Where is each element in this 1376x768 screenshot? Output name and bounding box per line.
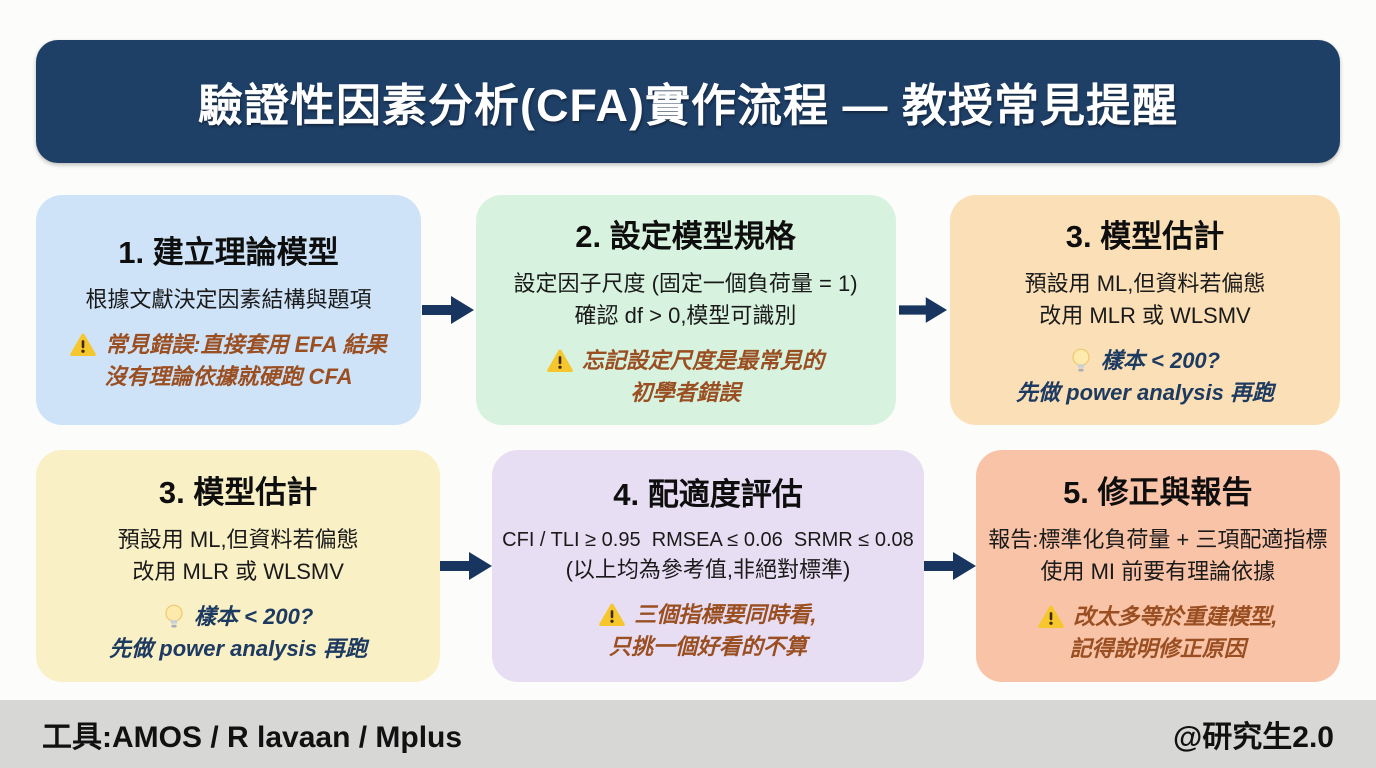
header-banner: 驗證性因素分析(CFA)實作流程 — 教授常見提醒 bbox=[36, 40, 1340, 163]
card-body-line: 確認 df > 0,模型可識別 bbox=[574, 302, 797, 328]
warning-triangle-icon bbox=[1038, 605, 1065, 629]
flow-row-2: 3. 模型估計 預設用 ML,但資料若偏態 改用 MLR 或 WLSMV 樣本 … bbox=[36, 450, 1340, 682]
footer-tools-label: 工具:AMOS / R lavaan / Mplus bbox=[42, 721, 463, 754]
card-body-line: 預設用 ML,但資料若偏態 bbox=[1024, 271, 1266, 297]
note-text: 常見錯誤:直接套用 EFA 結果 bbox=[105, 332, 387, 358]
card-title: 5. 修正與報告 bbox=[1063, 475, 1253, 511]
card-body-line: (以上均為參考值,非絕對標準) bbox=[565, 557, 851, 583]
arrow-right-icon bbox=[898, 292, 947, 328]
card-title: 3. 模型估計 bbox=[1065, 219, 1225, 255]
card-body-line: 報告:標準化負荷量 + 三項配適指標 bbox=[988, 527, 1328, 553]
card-step-5: 5. 修正與報告 報告:標準化負荷量 + 三項配適指標 使用 MI 前要有理論依… bbox=[975, 450, 1340, 682]
card-step-3-duplicate: 3. 模型估計 預設用 ML,但資料若偏態 改用 MLR 或 WLSMV 樣本 … bbox=[36, 450, 441, 682]
card-title: 1. 建立理論模型 bbox=[118, 234, 339, 270]
arrow-cell bbox=[421, 195, 476, 425]
arrow-cell bbox=[923, 450, 976, 682]
card-body-line: CFI / TLI ≥ 0.95 RMSEA ≤ 0.06 SRMR ≤ 0.0… bbox=[502, 528, 914, 551]
card-body-line: 改用 MLR 或 WLSMV bbox=[132, 558, 344, 584]
arrow-right-icon bbox=[440, 548, 493, 584]
warning-triangle-icon bbox=[547, 349, 573, 373]
note-line: 忘記設定尺度是最常見的 bbox=[547, 345, 824, 377]
note-line: 樣本 < 200? bbox=[1016, 345, 1274, 377]
card-title: 3. 模型估計 bbox=[158, 475, 318, 511]
card-title: 2. 設定模型規格 bbox=[575, 219, 796, 255]
note-text: 先做 power analysis 再跑 bbox=[109, 635, 368, 661]
note-text: 先做 power analysis 再跑 bbox=[1016, 379, 1274, 405]
note-text: 只挑一個好看的不算 bbox=[608, 634, 807, 660]
note-line: 三個指標要同時看, bbox=[599, 599, 817, 631]
card-body-line: 設定因子尺度 (固定一個負荷量 = 1) bbox=[513, 271, 858, 297]
card-body-line: 預設用 ML,但資料若偏態 bbox=[117, 527, 359, 553]
card-body-line: 根據文獻決定因素結構與題項 bbox=[85, 286, 372, 312]
card-title: 4. 配適度評估 bbox=[613, 476, 803, 512]
arrow-cell bbox=[440, 450, 493, 682]
note-text: 改太多等於重建模型, bbox=[1073, 603, 1278, 629]
flow-row-1: 1. 建立理論模型 根據文獻決定因素結構與題項 常見錯誤:直接套用 EFA 結果… bbox=[36, 195, 1340, 425]
note-line: 樣本 < 200? bbox=[109, 601, 367, 633]
card-note: 樣本 < 200? 先做 power analysis 再跑 bbox=[1016, 345, 1274, 409]
note-text: 初學者錯誤 bbox=[630, 379, 741, 405]
note-text: 沒有理論依據就硬跑 CFA bbox=[104, 364, 353, 390]
warning-triangle-icon bbox=[70, 333, 97, 357]
warning-triangle-icon bbox=[599, 603, 626, 627]
note-line: 常見錯誤:直接套用 EFA 結果 bbox=[70, 329, 387, 361]
card-body-line: 改用 MLR 或 WLSMV bbox=[1039, 302, 1251, 328]
card-note: 樣本 < 200? 先做 power analysis 再跑 bbox=[109, 601, 367, 665]
card-note: 三個指標要同時看, 只挑一個好看的不算 bbox=[599, 599, 817, 663]
card-step-2: 2. 設定模型規格 設定因子尺度 (固定一個負荷量 = 1) 確認 df > 0… bbox=[475, 195, 896, 425]
card-step-1: 1. 建立理論模型 根據文獻決定因素結構與題項 常見錯誤:直接套用 EFA 結果… bbox=[36, 195, 421, 425]
footer-bar: 工具:AMOS / R lavaan / Mplus @研究生2.0 bbox=[0, 700, 1376, 768]
note-text: 樣本 < 200? bbox=[194, 603, 314, 629]
note-text: 忘記設定尺度是最常見的 bbox=[581, 347, 824, 373]
note-text: 樣本 < 200? bbox=[1100, 347, 1221, 373]
footer-credit: @研究生2.0 bbox=[1173, 721, 1334, 754]
card-note: 忘記設定尺度是最常見的 初學者錯誤 bbox=[547, 345, 824, 409]
arrow-cell bbox=[896, 195, 951, 425]
note-text: 三個指標要同時看, bbox=[634, 602, 817, 628]
card-body-line: 使用 MI 前要有理論依據 bbox=[1040, 558, 1276, 584]
arrow-right-icon bbox=[422, 292, 475, 328]
note-line: 改太多等於重建模型, bbox=[1038, 601, 1277, 633]
card-note: 改太多等於重建模型, 記得說明修正原因 bbox=[1038, 601, 1277, 665]
lightbulb-icon bbox=[1070, 347, 1092, 375]
card-step-3: 3. 模型估計 預設用 ML,但資料若偏態 改用 MLR 或 WLSMV 樣本 … bbox=[950, 195, 1340, 425]
page-title: 驗證性因素分析(CFA)實作流程 — 教授常見提醒 bbox=[198, 80, 1178, 131]
lightbulb-icon bbox=[163, 603, 185, 631]
arrow-right-icon bbox=[923, 548, 976, 584]
card-note: 常見錯誤:直接套用 EFA 結果 沒有理論依據就硬跑 CFA bbox=[70, 329, 387, 393]
note-text: 記得說明修正原因 bbox=[1069, 635, 1246, 661]
card-step-4: 4. 配適度評估 CFI / TLI ≥ 0.95 RMSEA ≤ 0.06 S… bbox=[492, 450, 924, 682]
